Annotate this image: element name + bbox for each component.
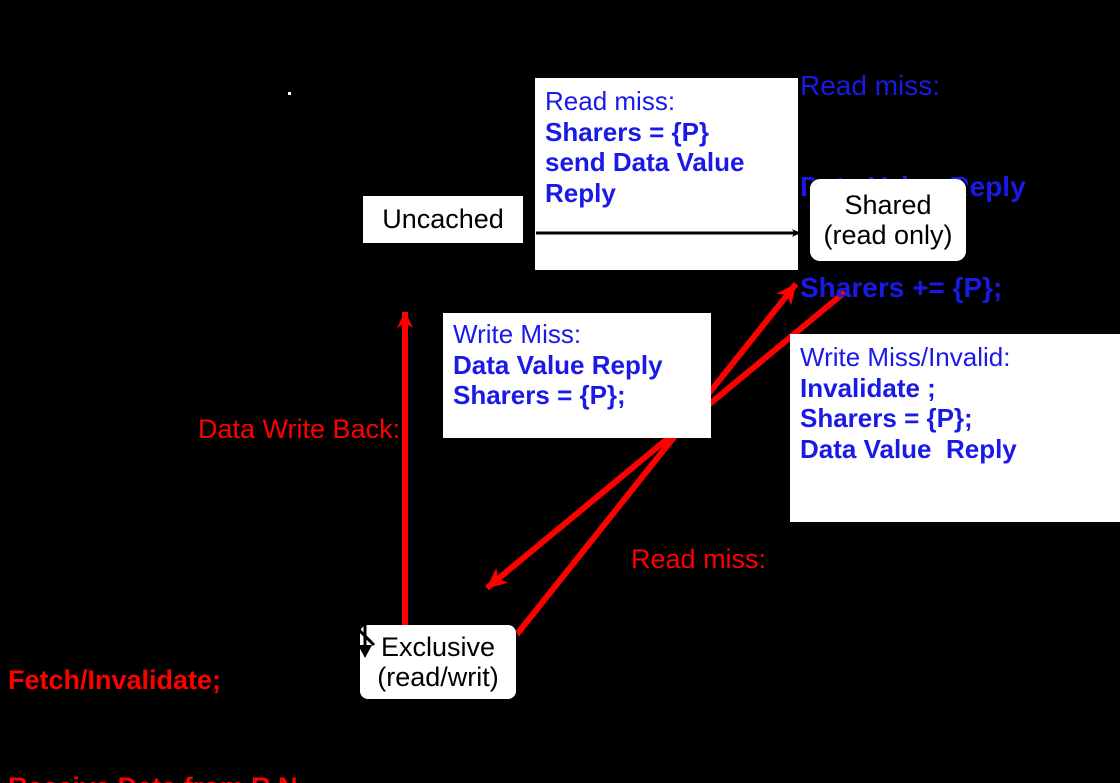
- stray-dot-mark: [288, 92, 291, 95]
- edge-exclusive-incoming-arrowhead: [352, 623, 376, 658]
- annotation-title: Write Miss/Invalid:: [800, 342, 1011, 372]
- annotation-line: Data Value Reply: [800, 434, 1017, 465]
- annotation-line: Fetch/Invalidate;: [8, 665, 222, 696]
- annotation-line: Data Value Reply: [453, 349, 663, 380]
- annotation-line: Sharers = {P};: [453, 380, 626, 411]
- annotation-line: Sharers = {P}: [545, 116, 710, 147]
- state-node-exclusive[interactable]: Exclusive (read/writ): [360, 625, 516, 699]
- annotation-title: Write Miss:: [453, 319, 582, 349]
- state-label-exclusive-line2: (read/writ): [377, 662, 499, 692]
- annotation-line: send Data Value: [545, 147, 745, 178]
- annotation-data-write-back: Data Write Back:: [168, 381, 400, 478]
- annotation-title: Read miss:: [631, 544, 767, 575]
- annotation-write-miss-invalid: Write Miss/Invalid: Invalidate ; Sharers…: [790, 334, 1120, 522]
- state-label-uncached: Uncached: [382, 204, 504, 235]
- state-node-shared-group[interactable]: Shared (read only): [793, 170, 983, 270]
- annotation-line: Receive Date from R.N: [8, 770, 298, 783]
- state-node-exclusive-group[interactable]: Exclusive (read/writ): [350, 618, 530, 706]
- state-node-shared[interactable]: Shared (read only): [810, 179, 966, 261]
- state-label-exclusive-line1: Exclusive: [380, 631, 496, 662]
- annotation-line: Reply: [545, 178, 616, 209]
- state-label-shared-line1: Shared: [844, 189, 932, 220]
- state-node-uncached[interactable]: Uncached: [363, 196, 523, 243]
- annotation-write-miss-uncached-to-exclusive: Write Miss: Data Value Reply Sharers = {…: [443, 313, 711, 438]
- annotation-read-miss-uncached-to-shared: Read miss: Sharers = {P} send Data Value…: [535, 78, 798, 270]
- annotation-title: Data Write Back:: [198, 414, 401, 445]
- annotation-line: Sharers += {P};: [800, 271, 1003, 303]
- annotation-title: Read miss:: [545, 86, 676, 116]
- annotation-fetch-invalidate: Fetch/Invalidate; Receive Date from R.N …: [8, 592, 298, 783]
- annotation-title: Read miss:: [800, 70, 941, 102]
- annotation-line: Invalidate ;: [800, 372, 936, 403]
- edge-shared-to-exclusive: [485, 289, 847, 591]
- state-label-shared-line2: (read only): [823, 220, 953, 250]
- annotation-line: Sharers = {P};: [800, 403, 973, 434]
- edge-exclusive-to-shared: [503, 282, 799, 650]
- annotation-read-miss-exclusive-to-shared: Read miss:: [601, 511, 766, 608]
